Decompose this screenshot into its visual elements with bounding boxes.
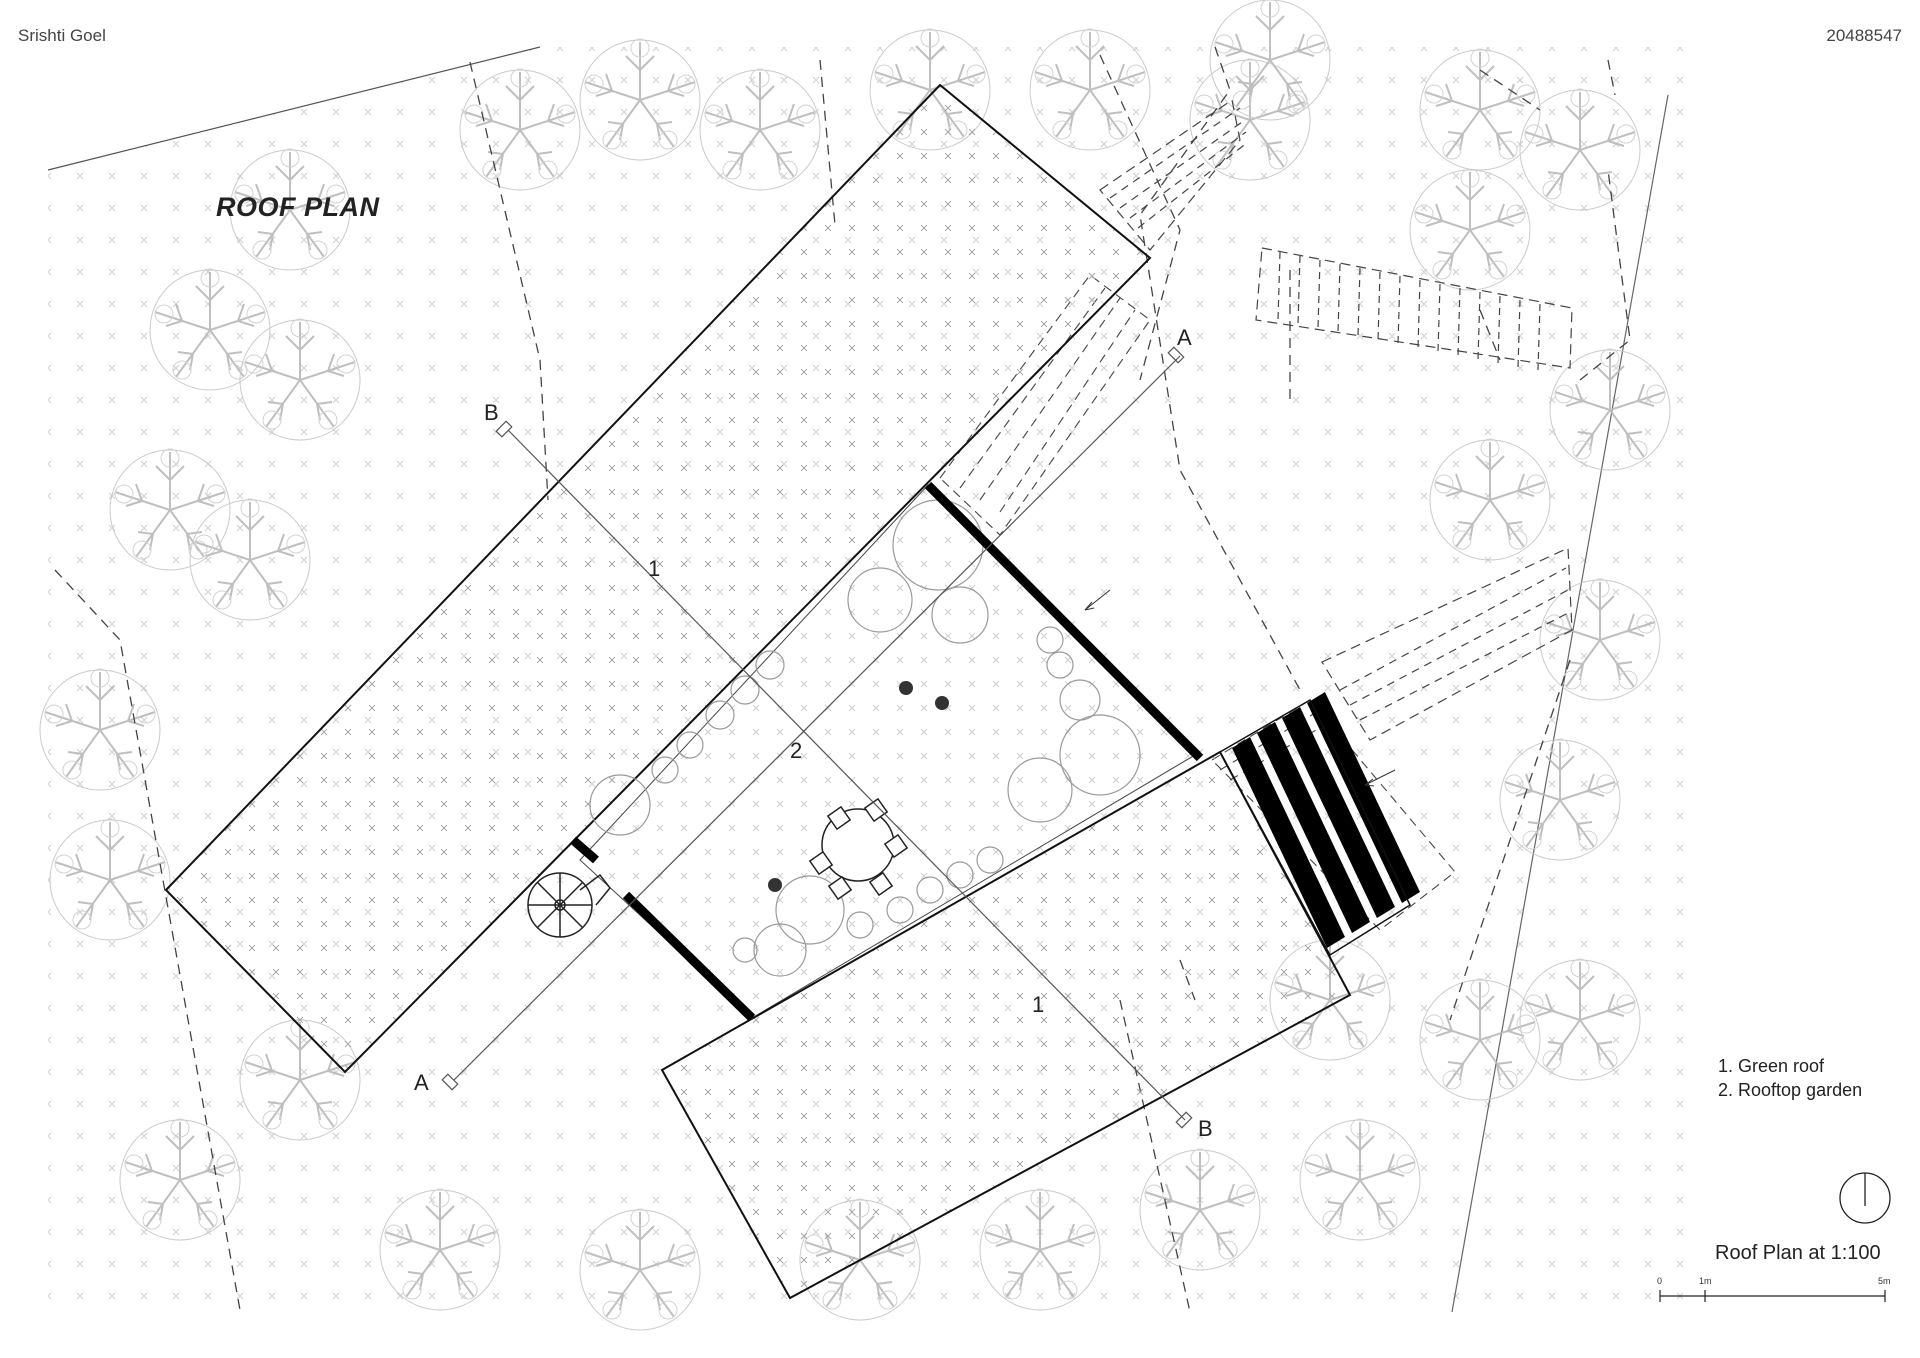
east-steps xyxy=(1232,692,1420,948)
section-marker-b-bottom: B xyxy=(1198,1116,1213,1141)
deck-walkway-east xyxy=(1255,247,1573,371)
section-lines xyxy=(441,346,1193,1129)
scale-bar xyxy=(1659,1290,1886,1302)
legend-item-green-roof: 1. Green roof xyxy=(1718,1056,1825,1076)
author-name: Srishti Goel xyxy=(18,26,106,45)
zone-label-green-roof-1: 1 xyxy=(648,556,660,581)
legend: 1. Green roof 2. Rooftop garden xyxy=(1718,1054,1862,1102)
people-figures xyxy=(768,681,949,892)
scale-tick-5m: 5m xyxy=(1878,1276,1891,1286)
deck-walkway-north xyxy=(1099,98,1249,251)
section-marker-a-bottom: A xyxy=(414,1070,429,1095)
site-boundary-east xyxy=(1451,94,1669,1313)
dining-table xyxy=(808,797,909,901)
green-roof-volume-main xyxy=(164,83,1152,1074)
scale-tick-1m: 1m xyxy=(1699,1276,1712,1286)
section-marker-b-top: B xyxy=(484,400,499,425)
section-marker-a-top: A xyxy=(1177,325,1192,350)
spiral-staircase xyxy=(527,872,611,938)
deck-walkway-southeast xyxy=(1321,547,1573,741)
green-roof-volume-south xyxy=(660,750,1352,1300)
dimension-arrows xyxy=(1084,589,1396,787)
scale-tick-0: 0 xyxy=(1657,1276,1663,1286)
student-id: 20488547 xyxy=(1826,26,1902,45)
zone-label-green-roof-2: 1 xyxy=(1032,992,1044,1017)
scale-title: Roof Plan at 1:100 xyxy=(1715,1242,1881,1264)
legend-item-rooftop-garden: 2. Rooftop garden xyxy=(1718,1080,1863,1100)
zone-label-rooftop-garden: 2 xyxy=(790,738,802,763)
site-boundary xyxy=(47,46,541,171)
parapet-walls xyxy=(570,481,1204,1022)
drawing-title: ROOF PLAN xyxy=(216,192,380,222)
north-arrow-icon xyxy=(1839,1172,1891,1224)
